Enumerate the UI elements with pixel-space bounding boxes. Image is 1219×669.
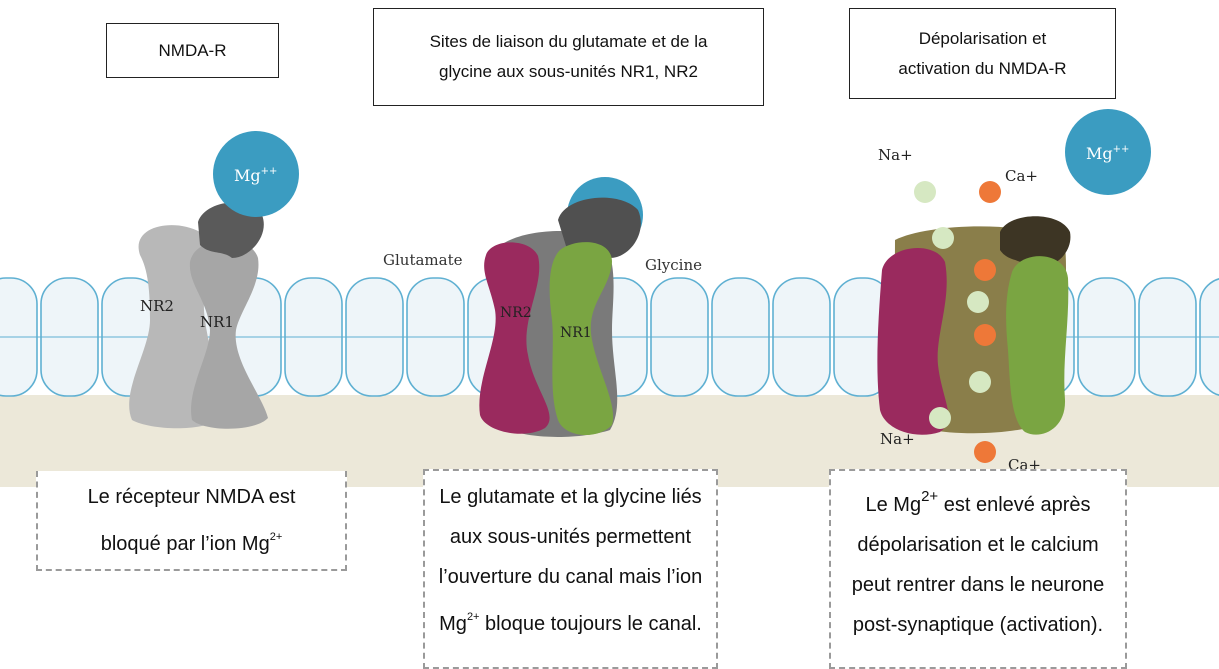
na-label-bottom: Na+ <box>880 430 915 448</box>
binding-sites-line-2: glycine aux sous-unités NR1, NR2 <box>439 62 698 81</box>
glycine-label: Glycine <box>645 256 702 274</box>
nr1-subunit-green <box>549 242 614 436</box>
nr1-subunit-grey <box>189 240 268 429</box>
nr2-subunit-magenta-3 <box>877 248 949 435</box>
ca-label-top: Ca+ <box>1005 167 1038 185</box>
depolarisation-line-2: activation du NMDA-R <box>898 58 1067 78</box>
caption-blocked: Le récepteur NMDA est bloqué par l’ion M… <box>36 471 347 571</box>
ca-ion <box>974 324 996 346</box>
caption-activation-line-2: dépolarisation et le calcium <box>857 534 1099 556</box>
binding-sites-box: Sites de liaison du glutamate et de la g… <box>373 8 764 106</box>
na-ion <box>932 227 954 249</box>
nr1-label-2: NR1 <box>560 325 592 341</box>
caption-ligands-line-4: Mg2+ bloque toujours le canal. <box>439 611 702 635</box>
na-label-top: Na+ <box>878 146 913 164</box>
caption-ligands-bound: Le glutamate et la glycine liés aux sous… <box>423 469 718 669</box>
nr2-subunit-magenta <box>479 242 550 434</box>
binding-sites-line-1: Sites de liaison du glutamate et de la <box>429 32 708 51</box>
caption-ligands-line-2: aux sous-unités permettent <box>449 526 692 548</box>
caption-ligands-line-1: Le glutamate et la glycine liés <box>439 486 702 508</box>
mg-ion-1 <box>213 131 299 217</box>
glutamate-label: Glutamate <box>383 251 463 269</box>
na-ion <box>914 181 936 203</box>
mg-ion-3-label: Mg++ <box>1086 144 1129 163</box>
nmdar-title-box: NMDA-R <box>106 23 279 78</box>
nr2-label-2: NR2 <box>500 305 532 321</box>
na-ion <box>967 291 989 313</box>
receptor-cap-dark <box>198 202 264 258</box>
ca-ion <box>979 181 1001 203</box>
receptor-1: Mg++ NR2 NR1 <box>129 131 299 429</box>
caption-activation-line-4: post-synaptique (activation). <box>852 614 1104 636</box>
caption-activation-line-1: Le Mg2+ est enlevé après <box>865 488 1091 516</box>
diagram-canvas: Mg++ NR2 NR1 Glutamate Glycine NR2 NR1 M… <box>0 109 1219 487</box>
caption-blocked-line-2: bloqué par l’ion Mg2+ <box>100 531 283 555</box>
glycine-cap-dark <box>1000 216 1071 269</box>
nr2-label-1: NR2 <box>140 297 174 315</box>
depolarisation-box: Dépolarisation et activation du NMDA-R <box>849 8 1116 99</box>
receptor-3: Mg++ Na+ Ca+ Na+ Ca+ <box>877 109 1151 474</box>
nr1-label-1: NR1 <box>200 313 234 331</box>
nmdar-title: NMDA-R <box>158 40 227 60</box>
caption-ligands-line-3: l’ouverture du canal mais l’ion <box>438 566 703 588</box>
nmda-receptor-diagram: Mg++ NR2 NR1 Glutamate Glycine NR2 NR1 M… <box>0 8 1219 669</box>
caption-activation: Le Mg2+ est enlevé après dépolarisation … <box>829 469 1127 669</box>
nr1-subunit-green-3 <box>1006 256 1069 435</box>
caption-blocked-line-1: Le récepteur NMDA est <box>87 486 296 508</box>
depolarisation-line-1: Dépolarisation et <box>918 28 1047 48</box>
caption-activation-line-3: peut rentrer dans le neurone <box>851 574 1105 596</box>
ca-ion <box>974 259 996 281</box>
na-ion <box>929 407 951 429</box>
mg-ion-1-label: Mg++ <box>234 166 277 185</box>
receptor-2: Glutamate Glycine NR2 NR1 <box>383 177 702 437</box>
na-ion <box>969 371 991 393</box>
mg-ion-3 <box>1065 109 1151 195</box>
ca-ion <box>974 441 996 463</box>
